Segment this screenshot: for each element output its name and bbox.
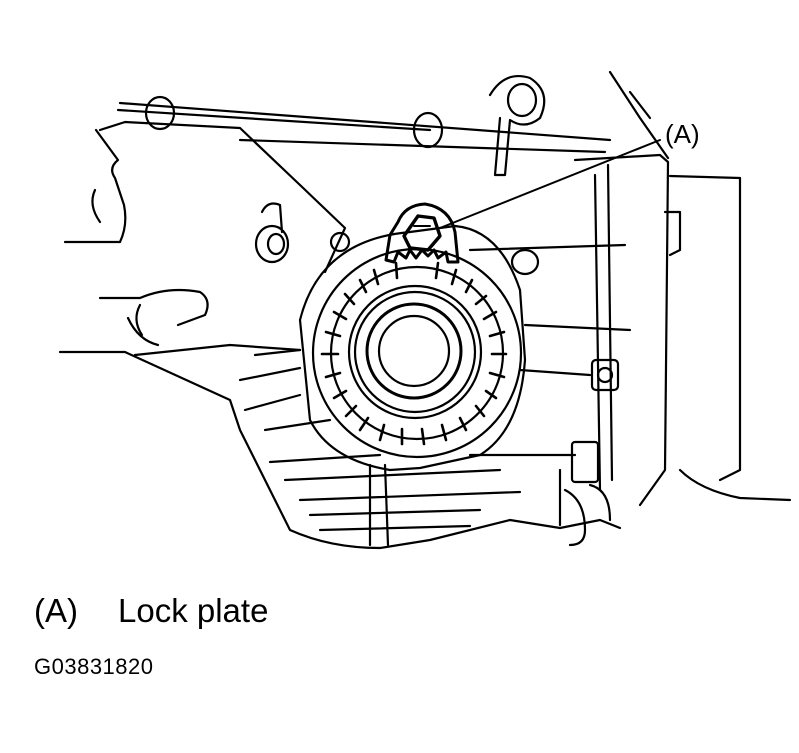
right-case (468, 70, 792, 547)
housing-bolts (254, 202, 351, 264)
lower-ribs (238, 348, 577, 547)
legend: (A) Lock plate (34, 592, 268, 630)
callout-label-a: (A) (665, 119, 700, 149)
callout-leader-line (439, 139, 661, 229)
bearing-cover (298, 224, 527, 472)
figure-code: G03831820 (34, 654, 154, 679)
legend-key: (A) (34, 592, 78, 629)
shift-linkage (116, 74, 612, 177)
left-housing (58, 120, 622, 550)
lock-ring-notches (320, 261, 508, 446)
legend-text: Lock plate (118, 592, 269, 629)
transmission-lock-plate-diagram: (A) (58, 70, 792, 550)
